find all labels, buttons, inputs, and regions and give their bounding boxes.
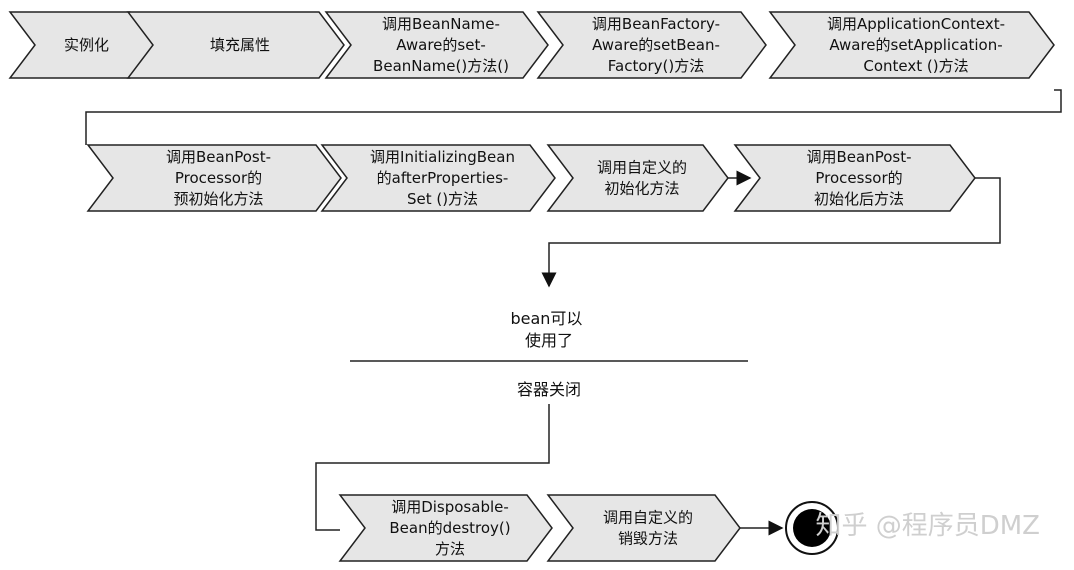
bean-ready-line-2: 使用了 <box>525 331 573 350</box>
step-s11: 调用自定义的销毁方法 <box>546 494 741 562</box>
step-label-line: 初始化后方法 <box>814 190 904 208</box>
step-label-line: 调用自定义的 <box>603 509 693 527</box>
step-label-line: Factory()方法 <box>608 57 705 75</box>
step-label-line: 方法 <box>435 540 465 558</box>
step-label: 调用BeanFactory- Aware的setBean- Factory()方法 <box>592 15 720 75</box>
step-label-line: 调用自定义的 <box>597 159 687 177</box>
step-label-line: 实例化 <box>64 36 109 54</box>
end-node-icon <box>785 501 839 555</box>
connector-closed-destroy <box>315 404 550 531</box>
step-label: 调用BeanPost- Processor的预初始化方法 <box>166 148 271 208</box>
step-s8: 调用自定义的初始化方法 <box>546 144 729 212</box>
step-label-line: Context ()方法 <box>863 57 968 75</box>
step-label-line: 调用BeanPost- <box>166 148 271 166</box>
step-label: 调用Disposable- Bean的destroy() 方法 <box>389 498 510 558</box>
chevron-shape <box>768 11 1055 79</box>
step-s7: 调用InitializingBean 的afterProperties- Set (… <box>320 144 556 212</box>
chevron-shape <box>338 494 553 562</box>
step-s1: 实例化 <box>8 11 156 79</box>
step-label-line: 填充属性 <box>210 36 270 54</box>
connector-row2-ready <box>541 177 1001 288</box>
step-s4: 调用BeanFactory- Aware的setBean- Factory()方法 <box>536 11 767 79</box>
chevron-shape <box>536 11 767 79</box>
step-s9: 调用BeanPost- Processor的初始化后方法 <box>733 144 976 212</box>
step-s5: 调用ApplicationContext- Aware的setApplicatio… <box>768 11 1055 79</box>
step-label-line: 调用ApplicationContext- <box>827 15 1005 33</box>
step-label-line: 的afterProperties- <box>377 169 509 187</box>
chevron-shape <box>324 11 549 79</box>
step-label: 调用BeanName- Aware的set- BeanName()方法() <box>373 15 509 75</box>
step-label-line: Aware的setApplication- <box>829 36 1002 54</box>
step-label-line: BeanName()方法() <box>373 57 509 75</box>
step-label-line: Aware的setBean- <box>592 36 720 54</box>
step-label: 调用自定义的销毁方法 <box>603 509 693 548</box>
chevron-shape <box>86 144 342 212</box>
step-s10: 调用Disposable- Bean的destroy() 方法 <box>338 494 553 562</box>
step-label: 调用ApplicationContext- Aware的setApplicatio… <box>827 15 1005 75</box>
watermark: 知乎 @程序员DMZ <box>815 511 1040 541</box>
step-s6: 调用BeanPost- Processor的预初始化方法 <box>86 144 342 212</box>
connector-row1-row2 <box>85 89 1062 145</box>
chevron-shape <box>126 11 345 79</box>
step-label-line: Processor的 <box>815 169 902 187</box>
chevron-shape <box>733 144 976 212</box>
container-closed-label: 容器关闭 <box>517 380 581 399</box>
step-label-line: 预初始化方法 <box>173 190 263 208</box>
step-label-line: 调用BeanFactory- <box>592 15 720 33</box>
step-label-line: 调用BeanName- <box>382 15 500 33</box>
step-label: 调用自定义的初始化方法 <box>597 159 687 198</box>
step-label-line: 初始化方法 <box>604 180 679 198</box>
step-label-line: Processor的 <box>175 169 262 187</box>
step-label: 实例化 <box>64 36 109 54</box>
step-label-line: 销毁方法 <box>618 530 678 548</box>
chevron-shape <box>546 494 741 562</box>
step-label: 填充属性 <box>210 36 270 54</box>
step-label: 调用BeanPost- Processor的初始化后方法 <box>806 148 911 208</box>
step-label: 调用InitializingBean 的afterProperties- Set (… <box>370 148 515 208</box>
bean-ready-line-1: bean可以 <box>510 309 582 328</box>
step-label-line: 调用InitializingBean <box>370 148 515 166</box>
step-label-line: 调用BeanPost- <box>806 148 911 166</box>
step-label-line: 调用Disposable- <box>391 498 509 516</box>
step-s2: 填充属性 <box>126 11 345 79</box>
bean-ready-label: bean可以 使用了 <box>510 309 587 350</box>
step-s3: 调用BeanName- Aware的set- BeanName()方法() <box>324 11 549 79</box>
step-label-line: Aware的set- <box>396 36 486 54</box>
step-label-line: Bean的destroy() <box>389 519 510 537</box>
chevron-shape <box>320 144 556 212</box>
step-label-line: Set ()方法 <box>407 190 478 208</box>
chevron-shape <box>546 144 729 212</box>
